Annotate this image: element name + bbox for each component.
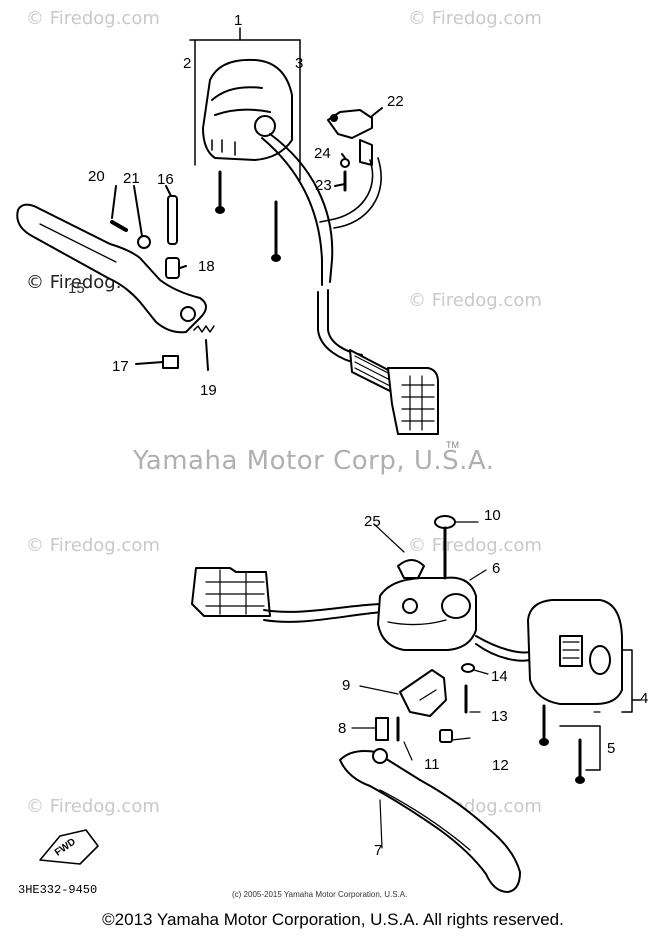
center-watermark: Yamaha Motor Corp, U.S.A.: [133, 446, 495, 476]
watermark: © Firedog.com: [26, 8, 160, 29]
part-label: 12: [492, 757, 509, 774]
part-label: 14: [491, 668, 508, 685]
part-label: 11: [424, 756, 440, 773]
part-label: 10: [484, 507, 501, 524]
part-label: 23: [315, 177, 332, 194]
watermark: © Firedog.com: [26, 535, 160, 556]
part-label: 9: [342, 677, 351, 694]
watermark: © Firedog.com: [26, 796, 160, 817]
part-label: 1: [234, 12, 243, 29]
part-label: 15: [68, 280, 85, 297]
part-label: 5: [607, 740, 616, 757]
part-label: 4: [640, 690, 649, 707]
tm-mark: TM: [446, 440, 459, 450]
part-label: 16: [157, 171, 174, 188]
part-label: 18: [198, 258, 215, 275]
part-label: 6: [492, 560, 501, 577]
part-label: 20: [88, 168, 105, 185]
part-label: 13: [491, 708, 508, 725]
diagram-code: 3HE332-9450: [18, 883, 98, 897]
part-label: 17: [112, 358, 129, 375]
part-label: 8: [338, 720, 347, 737]
watermark: © Firedog.com: [408, 535, 542, 556]
part-label: 2: [183, 55, 192, 72]
watermark: © Firedog.com: [408, 8, 542, 29]
part-label: 7: [374, 842, 383, 859]
part-label: 21: [123, 170, 140, 187]
part-label: 3: [295, 55, 304, 72]
part-label: 22: [387, 93, 404, 110]
footer-copyright: ©2013 Yamaha Motor Corporation, U.S.A. A…: [102, 910, 564, 929]
part-label: 24: [314, 145, 331, 162]
part-label: 25: [364, 513, 381, 530]
inline-copyright: (c) 2005-2015 Yamaha Motor Corporation, …: [232, 890, 408, 899]
part-label: 19: [200, 382, 217, 399]
watermark: © Firedog.com: [408, 290, 542, 311]
